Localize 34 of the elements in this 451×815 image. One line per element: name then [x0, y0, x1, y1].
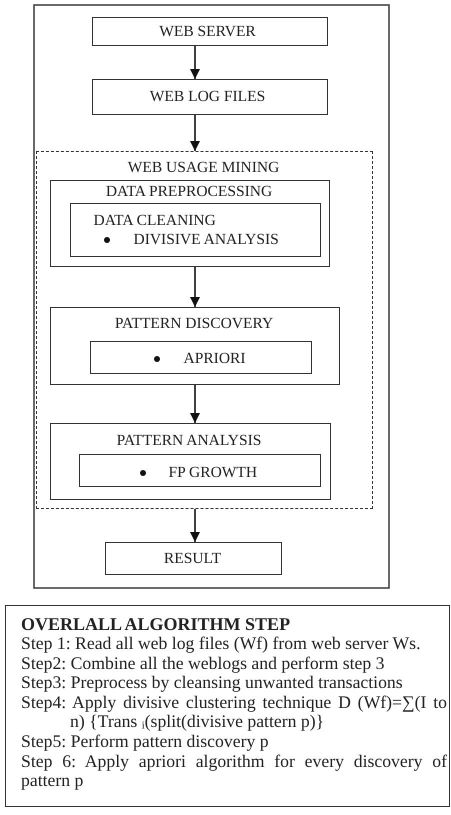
box-label: RESULT [164, 550, 222, 568]
arrow [190, 267, 200, 307]
panel-heading: OVERLALL ALGORITHM STEP [21, 614, 292, 634]
box-label: WEB LOG FILES [150, 88, 266, 106]
stage-box [50, 306, 340, 384]
process-box [92, 17, 328, 46]
dashed-group-box [36, 151, 373, 509]
list-item: DIVISIVE ANALYSIS [134, 230, 279, 248]
process-box [105, 542, 282, 575]
arrow [190, 509, 200, 542]
group-title: PATTERN DISCOVERY [114, 315, 274, 333]
algorithm-step: Step 1: Read all web log files (Wf) from web server Ws. [21, 634, 447, 654]
algorithm-step: Step5: Perform pattern discovery p [21, 732, 447, 752]
algorithm-step: Step4: Apply divisive clustering technique D (Wf)=∑(I to n) {Trans $_{i}$(split(divisive pattern p)} [21, 692, 447, 732]
method-box [90, 341, 312, 374]
stage-box [50, 422, 330, 500]
text-panel [5, 605, 450, 807]
group-title: PATTERN ANALYSIS [116, 432, 262, 450]
stage-box [50, 180, 330, 266]
group-title: DATA PREPROCESSING [106, 183, 272, 201]
list-item: FP GROWTH [168, 464, 258, 482]
process-box [92, 79, 328, 115]
arrow [190, 385, 200, 423]
algorithm-step: Step 6: Apply apriori algorithm for every discovery of pattern p [21, 752, 447, 791]
method-box [79, 454, 321, 487]
arrow [190, 115, 200, 151]
box-label: WEB SERVER [159, 22, 256, 40]
algorithm-step: Step2: Combine all the weblogs and perform step 3 [21, 654, 447, 674]
box-label: DATA CLEANING [94, 212, 216, 230]
method-box [70, 203, 321, 257]
list-item: APRIORI [184, 350, 246, 368]
algorithm-step: Step3: Preprocess by cleansing unwanted transactions [21, 673, 447, 693]
group-title: WEB USAGE MINING [128, 158, 280, 176]
arrow [190, 46, 200, 79]
